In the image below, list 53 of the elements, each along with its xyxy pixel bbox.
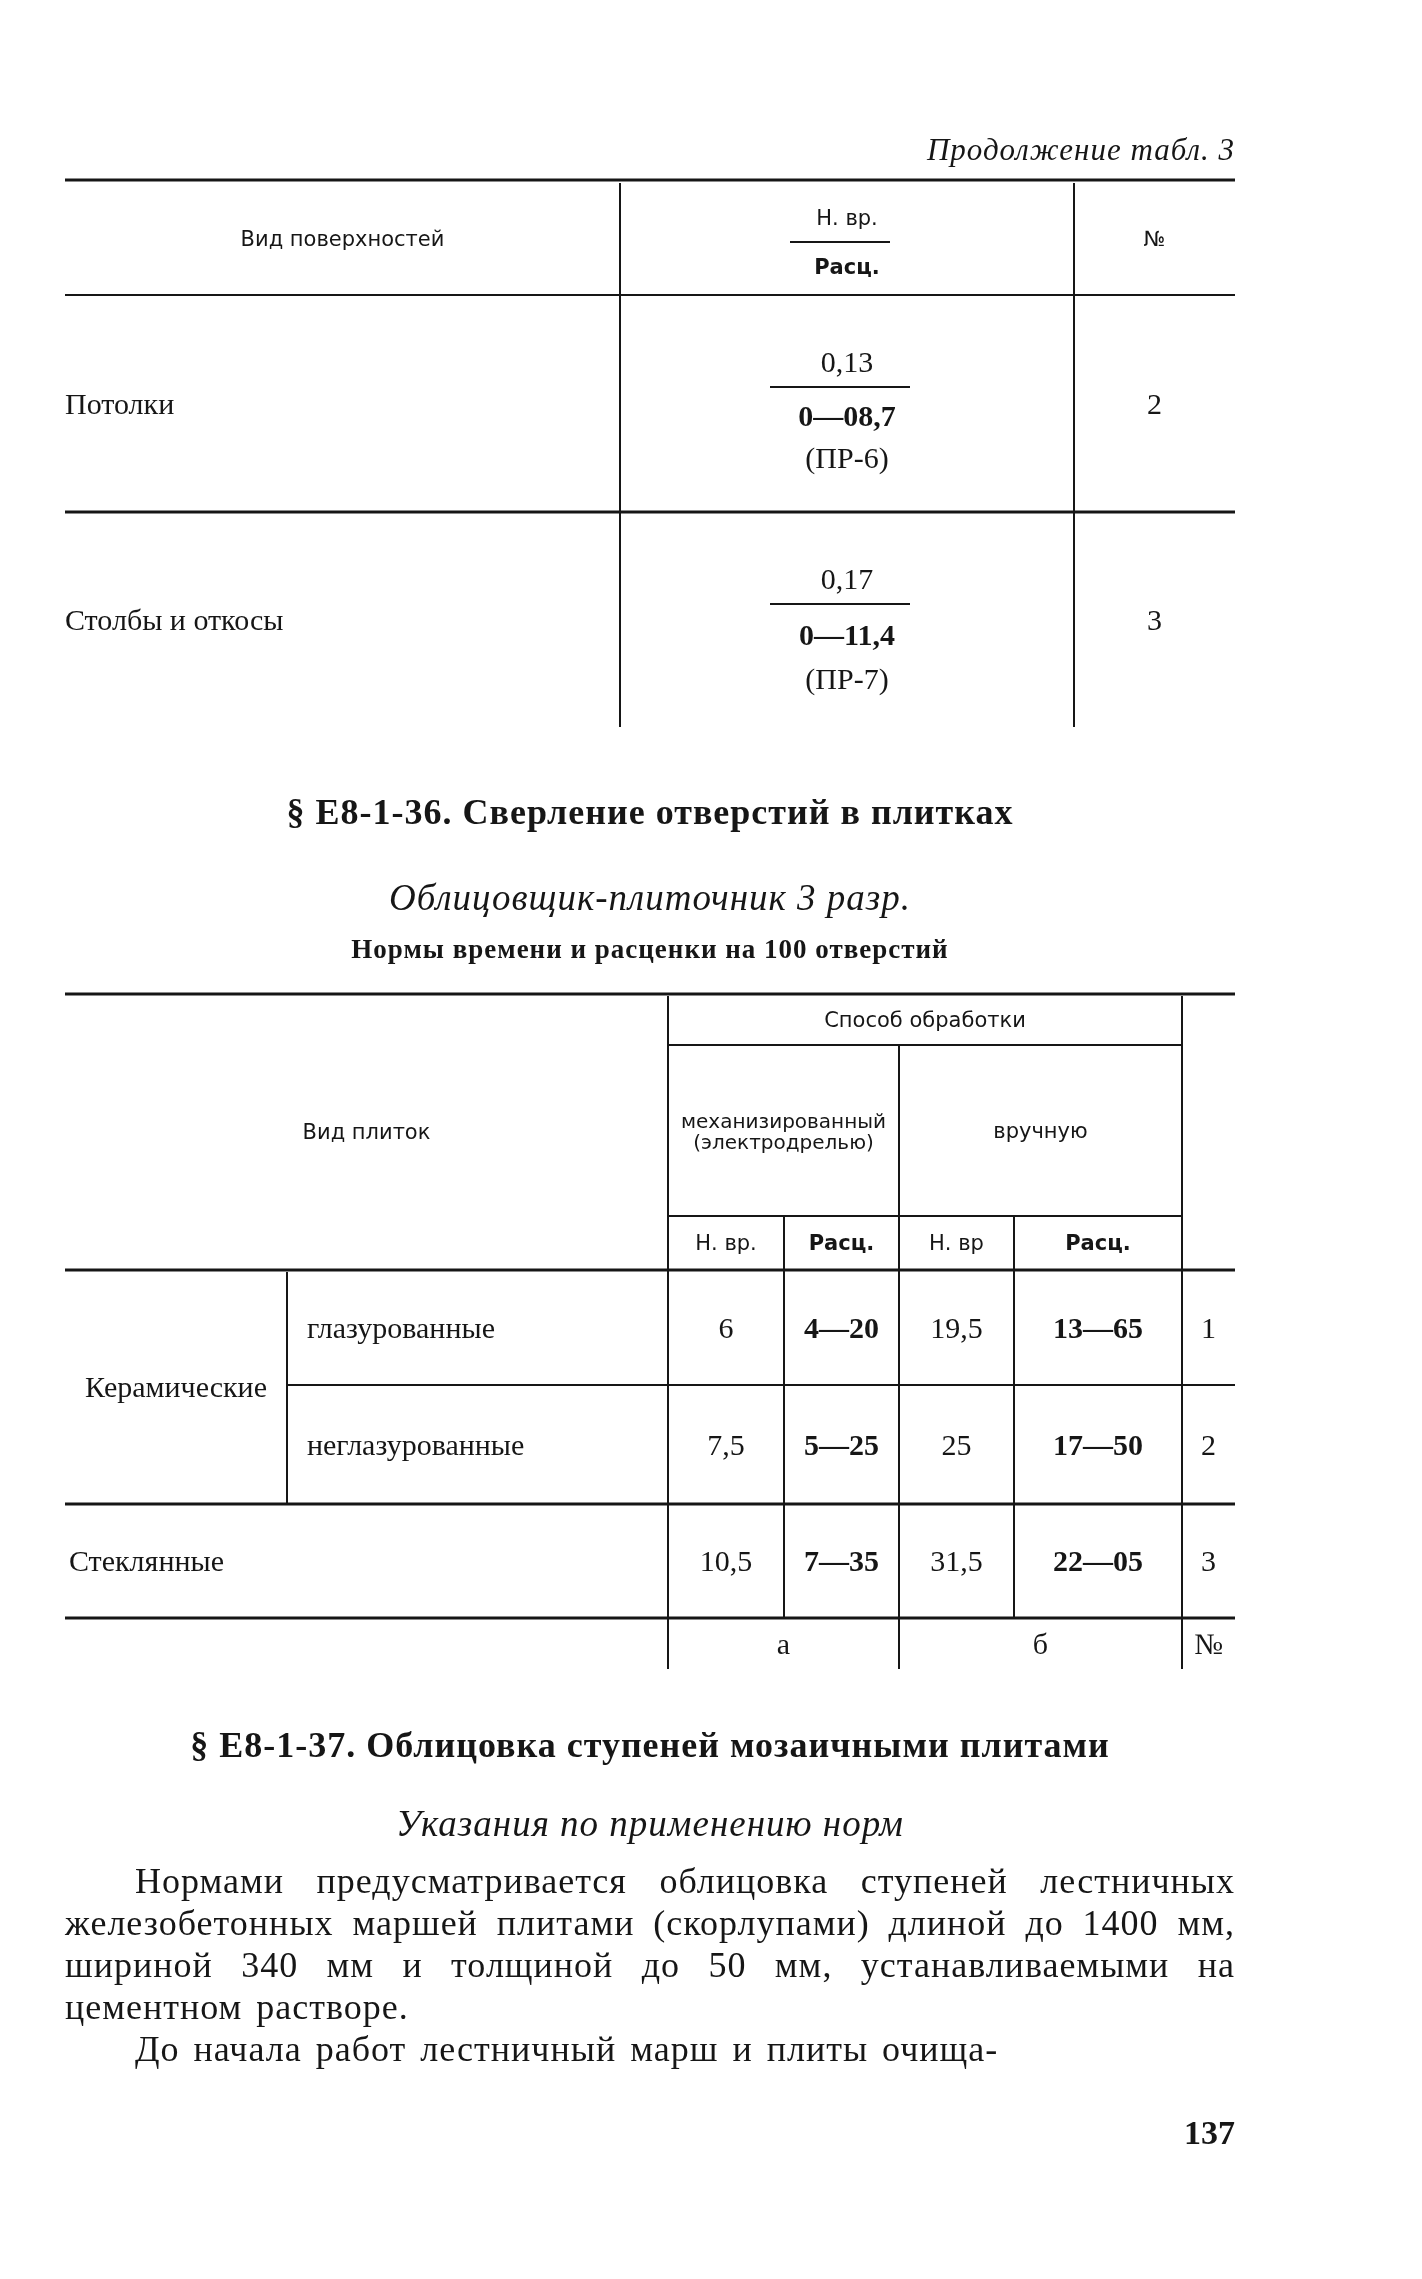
column-header: №	[1143, 227, 1166, 251]
row-label: Столбы и откосы	[65, 602, 284, 637]
column-header: Расц.	[808, 1231, 875, 1255]
cell-value: 5—25	[804, 1427, 879, 1462]
table-caption: Продолжение табл. 3	[926, 132, 1235, 168]
row-number: 3	[1147, 602, 1162, 637]
page-number: 137	[1184, 2113, 1235, 2152]
cell-value: 0—11,4	[799, 617, 895, 652]
column-header: Вид поверхностей	[240, 227, 445, 251]
cell-value: 6	[718, 1310, 734, 1345]
cell-value: 25	[941, 1427, 972, 1462]
column-header: вручную	[993, 1118, 1088, 1143]
row-number: 3	[1201, 1544, 1216, 1578]
row-label: глазурованные	[307, 1310, 495, 1345]
body-text: Нормами предусматривается облицовка ступеней лестничных железобетонных маршей плитами (скорлупами) длиной до 1400 мм, шириной 340 мм и толщиной до 50 мм, устанавливаемыми на цементном растворе.	[65, 1860, 1235, 2028]
row-number: 2	[1147, 386, 1162, 421]
section-heading: § Е8-1-37. Облицовка ступеней мозаичными плитами	[190, 1724, 1110, 1766]
cell-value: (ПР-7)	[805, 662, 889, 696]
table-title: Нормы времени и расценки на 100 отверстий	[351, 933, 949, 965]
row-label: Керамические	[85, 1370, 267, 1404]
cell-value: 31,5	[930, 1544, 983, 1578]
column-header: Н. вр.	[816, 205, 878, 230]
column-letter: б	[1032, 1626, 1049, 1661]
subtitle: Облицовщик-плиточник 3 разр.	[389, 875, 911, 919]
column-header: Расц.	[814, 255, 880, 279]
cell-value: 7,5	[707, 1427, 745, 1462]
cell-value: 22—05	[1053, 1544, 1143, 1578]
section-heading: § Е8-1-36. Сверление отверстий в плитках	[286, 790, 1014, 833]
cell-value: 17—50	[1053, 1427, 1143, 1462]
cell-value: 4—20	[804, 1310, 879, 1345]
row-label: Потолки	[65, 386, 175, 421]
column-header: Способ обработки	[824, 1007, 1026, 1032]
cell-value: 0—08,7	[798, 398, 896, 433]
row-number: 1	[1201, 1310, 1216, 1345]
column-header: Н. вр.	[695, 1231, 757, 1255]
column-header: №	[1194, 1626, 1223, 1661]
cell-value: 13—65	[1053, 1310, 1143, 1345]
body-text: До начала работ лестничный марш и плиты очища-	[134, 2028, 1000, 2070]
column-header: Н. вр	[929, 1231, 984, 1255]
cell-value: 10,5	[699, 1544, 753, 1578]
cell-value: (ПР-6)	[805, 441, 889, 475]
cell-value: 0,17	[820, 562, 874, 596]
cell-value: 7—35	[804, 1544, 879, 1578]
column-header: Вид плиток	[302, 1120, 431, 1144]
column-letter: а	[776, 1626, 791, 1661]
row-label: неглазурованные	[307, 1427, 525, 1462]
cell-value: 0,13	[820, 345, 874, 379]
row-label: Стеклянные	[69, 1544, 224, 1578]
column-header: Расц.	[1065, 1231, 1131, 1255]
row-number: 2	[1201, 1427, 1216, 1462]
cell-value: 19,5	[930, 1310, 983, 1345]
column-header: механизированный (электродрелью)	[679, 1111, 888, 1153]
subtitle: Указания по применению норм	[396, 1802, 904, 1845]
